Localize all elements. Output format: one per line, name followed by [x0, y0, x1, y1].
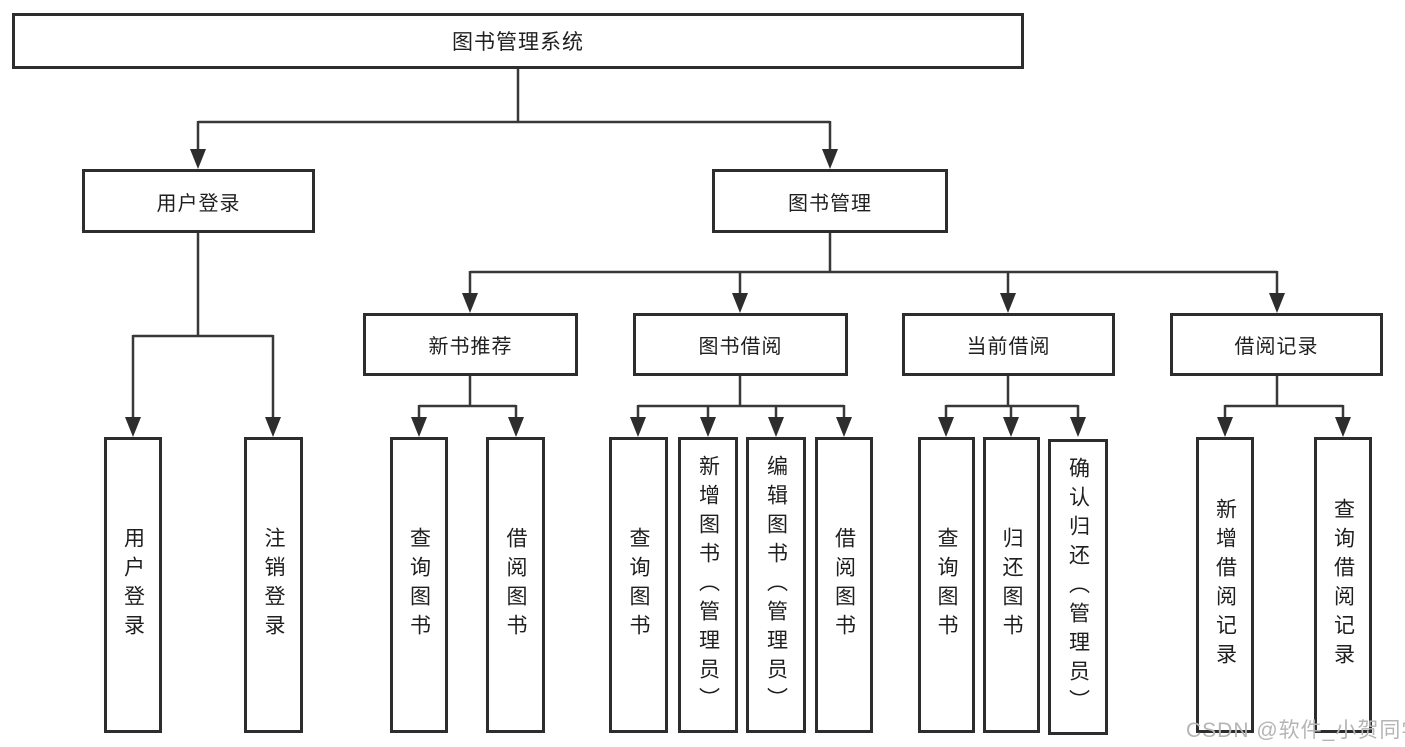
node-leaf-borrowing-borrow-books-label: 借阅图书 [832, 527, 856, 643]
node-leaf-current-return-books: 归还图书 [983, 437, 1040, 733]
node-leaf-records-query-borrow-record-label: 查询借阅记录 [1331, 498, 1355, 672]
node-leaf-borrowing-edit-books-admin-label: 编辑图书（管理员） [764, 454, 788, 716]
node-leaf-user-login-label: 用户登录 [121, 527, 145, 643]
node-book-management-branch-label: 图书管理 [788, 192, 872, 215]
node-leaf-current-return-books-label: 归还图书 [1000, 527, 1023, 643]
node-leaf-borrowing-query-books: 查询图书 [609, 437, 668, 733]
node-book-management-branch: 图书管理 [712, 169, 948, 233]
node-leaf-current-confirm-return-admin: 确认归还（管理员） [1048, 439, 1108, 735]
node-leaf-recommend-borrow-books: 借阅图书 [486, 437, 545, 733]
node-borrowing-records: 借阅记录 [1170, 313, 1383, 376]
node-leaf-current-query-books-label: 查询图书 [935, 527, 958, 643]
node-leaf-logout-label: 注销登录 [262, 527, 285, 643]
node-leaf-logout: 注销登录 [244, 437, 303, 733]
node-library-management-system-label: 图书管理系统 [452, 31, 584, 54]
node-leaf-records-add-borrow-record: 新增借阅记录 [1196, 437, 1254, 733]
node-leaf-borrowing-query-books-label: 查询图书 [627, 527, 650, 643]
node-leaf-user-login: 用户登录 [104, 437, 162, 733]
node-current-borrowing: 当前借阅 [902, 313, 1115, 376]
node-leaf-borrowing-add-books-admin: 新增图书（管理员） [678, 437, 738, 733]
node-leaf-borrowing-borrow-books: 借阅图书 [815, 437, 873, 733]
csdn-watermark: CSDN @软件_小贺同学 [1186, 719, 1405, 742]
node-current-borrowing-label: 当前借阅 [966, 336, 1051, 358]
node-leaf-recommend-borrow-books-label: 借阅图书 [504, 527, 527, 643]
node-book-borrowing-label: 图书借阅 [698, 336, 783, 358]
node-user-login-branch-label: 用户登录 [156, 192, 241, 215]
node-borrowing-records-label: 借阅记录 [1234, 336, 1319, 358]
node-library-management-system: 图书管理系统 [12, 13, 1024, 69]
node-leaf-borrowing-edit-books-admin: 编辑图书（管理员） [746, 437, 806, 733]
node-new-book-recommendation-label: 新书推荐 [428, 336, 513, 358]
node-leaf-records-add-borrow-record-label: 新增借阅记录 [1213, 498, 1237, 672]
node-user-login-branch: 用户登录 [82, 169, 315, 233]
node-leaf-current-confirm-return-admin-label: 确认归还（管理员） [1066, 456, 1090, 718]
node-leaf-records-query-borrow-record: 查询借阅记录 [1314, 437, 1372, 733]
node-leaf-borrowing-add-books-admin-label: 新增图书（管理员） [696, 454, 720, 716]
node-leaf-current-query-books: 查询图书 [918, 437, 975, 733]
node-leaf-recommend-query-books-label: 查询图书 [407, 527, 431, 643]
node-leaf-recommend-query-books: 查询图书 [390, 437, 448, 733]
node-book-borrowing: 图书借阅 [633, 313, 848, 376]
node-new-book-recommendation: 新书推荐 [363, 313, 578, 376]
